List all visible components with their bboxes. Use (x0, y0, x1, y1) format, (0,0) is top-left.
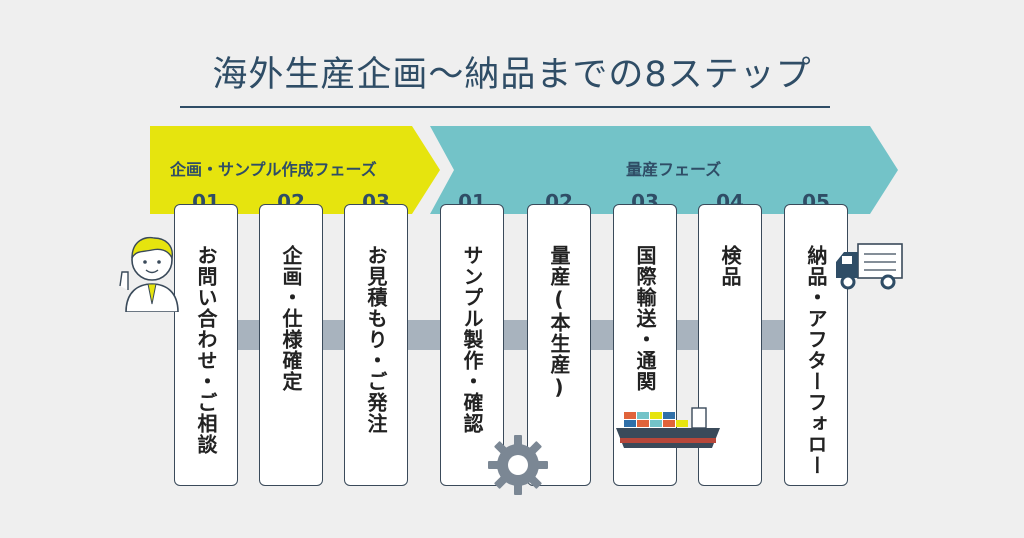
step-label: お問い合わせ・ご相談 (194, 245, 218, 455)
step-card: 企画・仕様確定 (259, 204, 323, 486)
diagram-title: 海外生産企画〜納品までの8ステップ (212, 55, 812, 95)
step-label: 量産(本生産) (547, 245, 571, 400)
cargo-ship-icon (616, 407, 720, 448)
step-card: 量産(本生産) (527, 204, 591, 486)
phase-banner-planning (150, 126, 440, 214)
step-card: お問い合わせ・ご相談 (174, 204, 238, 486)
phase-label-planning: 企画・サンプル作成フェーズ (170, 160, 377, 179)
step-card: お見積もり・ご発注 (344, 204, 408, 486)
gear-icon (488, 435, 548, 495)
step-label: 国際輸送・通関 (633, 245, 657, 392)
step-label: サンプル製作・確認 (460, 245, 484, 434)
phase-banner-production (430, 126, 898, 214)
phase-label-production: 量産フェーズ (626, 160, 722, 179)
person-illustration (119, 236, 179, 312)
step-label: お見積もり・ご発注 (364, 245, 388, 434)
step-card: 納品・アフターフォロー (784, 204, 848, 486)
step-label: 企画・仕様確定 (279, 245, 303, 392)
step-card: サンプル製作・確認 (440, 204, 504, 486)
step-label: 検品 (718, 245, 742, 287)
title-underline (180, 106, 830, 108)
truck-icon (836, 243, 903, 290)
step-label: 納品・アフターフォロー (804, 245, 828, 476)
